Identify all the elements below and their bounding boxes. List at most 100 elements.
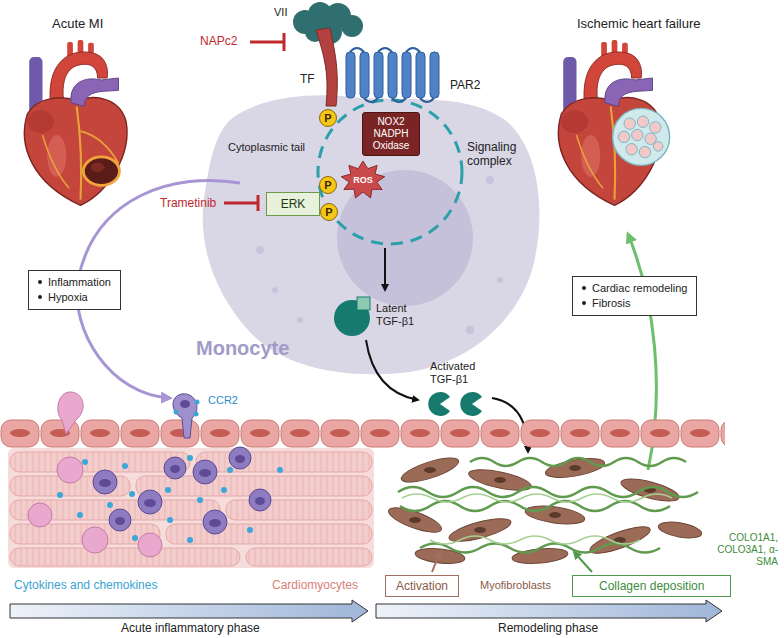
- endothelium: [0, 419, 725, 449]
- node-text: ROS: [353, 175, 373, 185]
- par2-receptor: [350, 48, 434, 102]
- legend-text: Cardiomyocytes: [272, 578, 358, 592]
- failing-heart: [639, 146, 650, 157]
- myocardium: [144, 499, 156, 507]
- activation-box: Activation: [385, 575, 459, 597]
- phase-arrow: [10, 600, 368, 622]
- myocardium: [235, 455, 245, 463]
- fibrotic-tissue: [409, 517, 421, 523]
- inhibitor-label: Trametinib: [160, 196, 216, 210]
- receptor-label: CCR2: [208, 394, 238, 407]
- par2-receptor: [346, 48, 439, 102]
- myocardium: [93, 470, 117, 494]
- myocardium: [132, 535, 138, 541]
- failing-heart: [618, 116, 663, 158]
- acute-mi-heart: [24, 40, 127, 205]
- myocardium: [166, 524, 372, 544]
- transmigrating-cells: [173, 394, 197, 438]
- myocardium: [57, 492, 63, 498]
- fibrotic-tissue: [657, 519, 703, 540]
- phospho-site: P: [320, 203, 338, 221]
- myocardium: [209, 519, 221, 527]
- napc2-inhibit: [250, 33, 284, 51]
- factor-label: VII: [274, 6, 287, 19]
- myocardium: [167, 517, 173, 523]
- monocyte-cell: [272, 287, 278, 293]
- myocardium: [28, 503, 52, 527]
- bullet-row: Fibrosis: [582, 296, 687, 311]
- monocyte-cell: [203, 95, 540, 374]
- myocardium: [77, 512, 83, 518]
- bullet-row: Inflammation: [38, 275, 111, 290]
- myocardium: [196, 452, 372, 472]
- active-tgf: [428, 392, 482, 416]
- myocardium: [277, 467, 283, 473]
- par2-receptor: [388, 52, 397, 98]
- bullet-dot: [582, 301, 586, 305]
- failing-heart: [650, 122, 661, 133]
- myocardium: [229, 447, 251, 469]
- phase-label: Remodeling phase: [498, 621, 598, 635]
- node-text: P: [324, 112, 331, 124]
- par2-receptor: [430, 52, 439, 98]
- myocardium: [199, 469, 211, 477]
- phospho-site: P: [319, 109, 337, 127]
- myocardium: [8, 447, 374, 568]
- myocardium: [187, 455, 193, 461]
- par2-receptor: [360, 52, 369, 98]
- myocardium: [99, 455, 265, 527]
- myocardium: [115, 517, 125, 525]
- fibrotic-tissue: [402, 494, 672, 502]
- node-text: Collagen deposition: [599, 579, 704, 593]
- transmigrating-cells: [58, 392, 83, 434]
- failing-heart: [624, 118, 635, 129]
- monocyte-cell: [256, 246, 264, 254]
- inhibitor-label: NAPc2: [200, 34, 237, 48]
- collagen-box: Collagen deposition: [572, 575, 731, 597]
- star-shape: [341, 161, 384, 198]
- myocardium: [203, 510, 227, 534]
- transmigrating-cells: [180, 400, 190, 408]
- monocyte-cell: [466, 326, 474, 334]
- myocardium: [10, 452, 372, 566]
- monocyte-cell: [497, 277, 503, 283]
- bullet-row: Hypoxia: [38, 290, 111, 305]
- fibrotic-tissue: [494, 477, 506, 483]
- tissue-factor: [316, 28, 337, 106]
- fibrotic-tissue: [402, 494, 672, 544]
- secretion-arrow: [384, 248, 386, 290]
- latent-tgf: [357, 297, 370, 310]
- failing-heart: [558, 40, 661, 205]
- myocardium: [57, 455, 283, 543]
- trigger-box: InflammationHypoxia: [28, 270, 121, 310]
- fibrotic-tissue: [386, 453, 703, 565]
- phospho-site: P: [319, 176, 337, 194]
- myocardium: [221, 487, 227, 493]
- active-tgf: [460, 392, 482, 416]
- par2-receptor: [346, 52, 439, 98]
- myocardium: [10, 452, 190, 472]
- node-text: ERK: [281, 197, 306, 211]
- fibrotic-tissue: [420, 544, 660, 553]
- collagen-arrow-small: [574, 552, 592, 572]
- domain-label: Cytoplasmic tail: [228, 141, 305, 154]
- tgf-label: Latent TGF-β1: [376, 302, 422, 328]
- myocardium: [28, 457, 162, 557]
- acute-mi-heart: [24, 40, 127, 205]
- failing-heart: [613, 108, 670, 165]
- myocardium: [10, 548, 240, 566]
- legend-text: Cytokines and chemokines: [14, 578, 157, 592]
- bullet-dot: [38, 280, 42, 284]
- myocardium: [129, 491, 135, 497]
- fibrotic-tissue: [524, 503, 586, 527]
- napc2-inhibit: [250, 41, 284, 44]
- fibrotic-tissue: [569, 465, 581, 471]
- myocardium: [165, 487, 171, 493]
- myocardium: [57, 457, 83, 483]
- monocyte-cell: [203, 95, 540, 374]
- myocardium: [82, 459, 88, 465]
- bullet-dot: [582, 286, 586, 290]
- transmigrating-cells: [174, 410, 179, 415]
- node-text: Cardiac remodeling: [592, 282, 687, 294]
- marker-label: COLO1A1, COLO3A1, α-SMA: [712, 532, 778, 568]
